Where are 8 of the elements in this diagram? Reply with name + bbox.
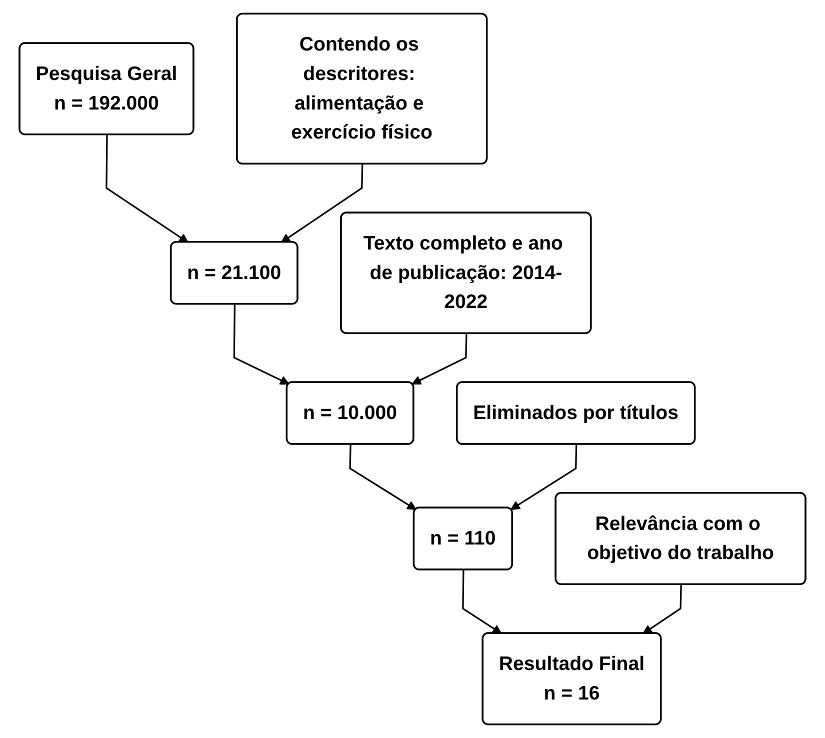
arrow (642, 584, 682, 634)
arrow (349, 444, 416, 510)
arrow (462, 570, 502, 634)
arrow (280, 164, 364, 243)
arrow (412, 334, 468, 385)
arrow (510, 444, 578, 510)
arrow (106, 134, 188, 243)
arrow (233, 304, 290, 385)
